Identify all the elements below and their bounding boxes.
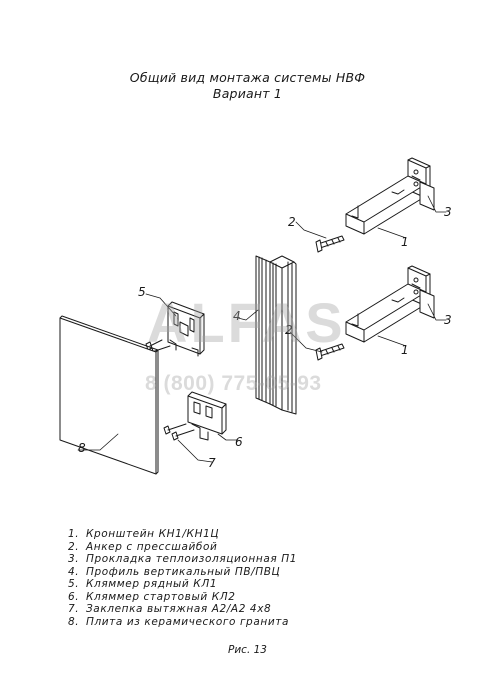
legend-item: 4. Профиль вертикальный ПВ/ПВЦ xyxy=(68,566,297,579)
callout-8: 8 xyxy=(78,441,86,455)
legend-text: Заклепка вытяжная А2/А2 4х8 xyxy=(85,603,272,615)
anchor-upper xyxy=(315,235,345,253)
callout-5: 5 xyxy=(138,285,146,299)
legend-item: 5. Кляммер рядный КЛ1 xyxy=(68,578,297,591)
legend-number: 2. xyxy=(68,540,80,553)
legend-text: Плита из керамического гранита xyxy=(85,615,289,628)
legend-number: 4. xyxy=(68,565,80,578)
row-clamp xyxy=(167,301,205,357)
legend-item: 6. Кляммер стартовый КЛ2 xyxy=(68,591,297,604)
legend-text: Прокладка теплоизоляционная П1 xyxy=(85,553,298,565)
legend-number: 6. xyxy=(68,590,80,603)
callout-7: 7 xyxy=(208,456,216,470)
bracket-lower xyxy=(345,265,431,343)
diagram-subtitle: Вариант 1 xyxy=(212,86,283,101)
legend-text: Кляммер рядный КЛ1 xyxy=(85,578,218,590)
legend-number: 3. xyxy=(68,553,80,565)
thermal-pad-lower xyxy=(419,289,435,319)
diagram-title: Общий вид монтажа системы НВФ xyxy=(129,70,366,85)
legend-number: 8. xyxy=(68,615,80,628)
figure-label: Рис. 13 xyxy=(228,644,267,656)
callout-6: 6 xyxy=(235,435,243,449)
legend-item: 3. Прокладка теплоизоляционная П1 xyxy=(68,553,297,566)
callout-3-lower: 3 xyxy=(444,313,452,327)
leader-lines xyxy=(77,195,447,463)
anchor-lower xyxy=(315,343,345,361)
legend-number: 1. xyxy=(68,528,80,540)
legend-text: Кронштейн КН1/КН1Ц xyxy=(85,528,220,540)
rivets-lower xyxy=(163,423,195,441)
start-clamp xyxy=(187,391,227,441)
legend-item: 8. Плита из керамического гранита xyxy=(68,616,297,629)
vertical-profile xyxy=(255,255,297,415)
legend-number: 7. xyxy=(68,603,80,615)
callout-2-lower: 2 xyxy=(285,323,293,337)
callout-1-lower: 1 xyxy=(401,343,409,357)
legend-text: Анкер с прессшайбой xyxy=(85,540,218,553)
legend-item: 1. Кронштейн КН1/КН1Ц xyxy=(68,528,297,541)
legend-item: 2. Анкер с прессшайбой xyxy=(68,541,297,554)
legend-text: Профиль вертикальный ПВ/ПВЦ xyxy=(85,565,281,578)
callout-2-upper: 2 xyxy=(288,215,296,229)
callout-1-upper: 1 xyxy=(401,235,409,249)
tile-edge xyxy=(59,315,159,475)
porcelain-tile xyxy=(59,317,157,475)
bracket-upper xyxy=(345,157,431,235)
legend-number: 5. xyxy=(68,578,80,590)
callout-4: 4 xyxy=(233,309,241,323)
callout-3-upper: 3 xyxy=(444,205,452,219)
legend-item: 7. Заклепка вытяжная А2/А2 4х8 xyxy=(68,603,297,616)
thermal-pad-upper xyxy=(419,181,435,211)
legend-text: Кляммер стартовый КЛ2 xyxy=(85,590,236,603)
parts-legend: 1. Кронштейн КН1/КН1Ц 2. Анкер с прессша… xyxy=(68,528,297,628)
